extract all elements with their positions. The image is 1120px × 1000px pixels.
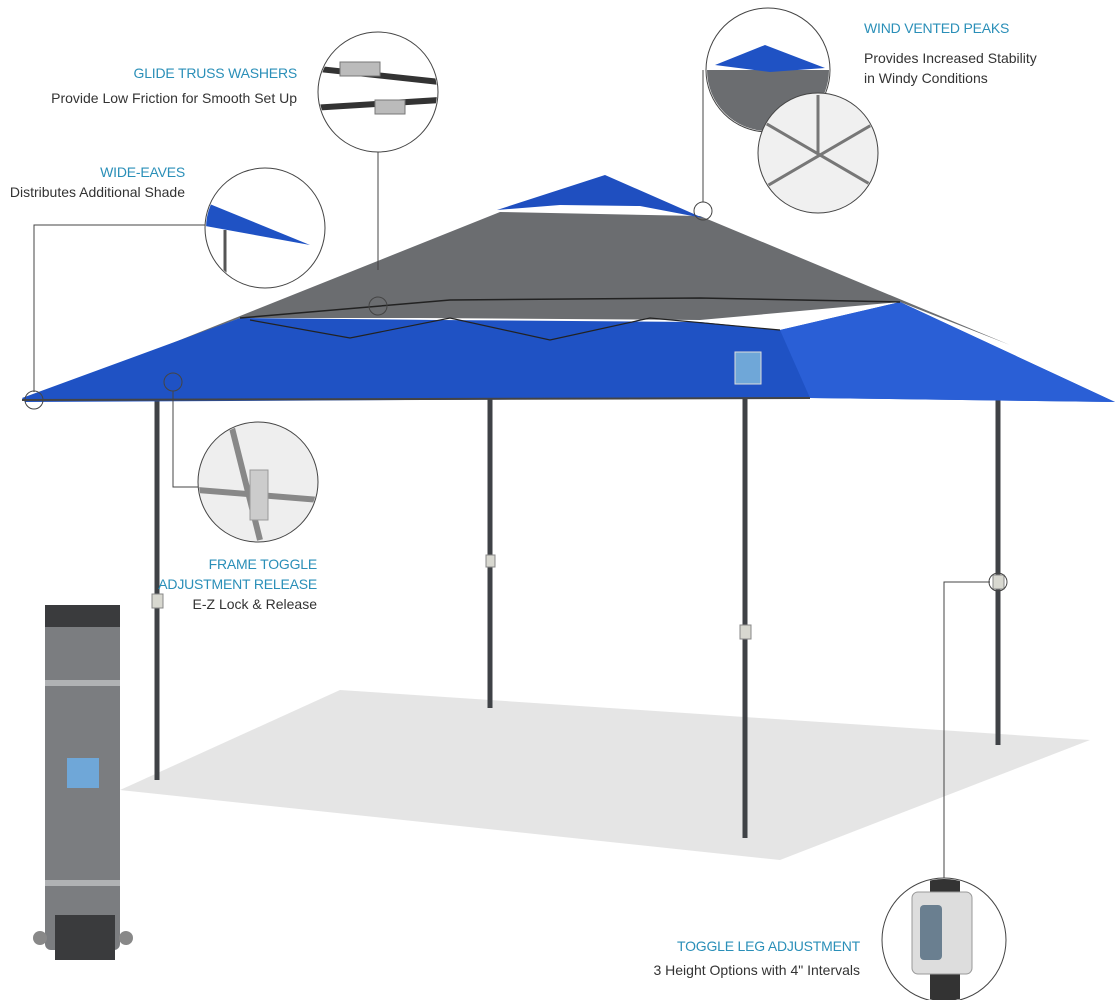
callout-frame-toggle: FRAME TOGGLE ADJUSTMENT RELEASE E-Z Lock… xyxy=(158,554,317,614)
callout-desc: Provide Low Friction for Smooth Set Up xyxy=(51,90,297,106)
logo-patch xyxy=(734,351,762,385)
callout-title: ADJUSTMENT RELEASE xyxy=(158,576,317,592)
detail-toggle-leg xyxy=(881,877,1007,1000)
carry-bag xyxy=(33,605,133,960)
callout-wind-vented: WIND VENTED PEAKS Provides Increased Sta… xyxy=(864,18,1037,88)
callout-toggle-leg: TOGGLE LEG ADJUSTMENT 3 Height Options w… xyxy=(653,936,860,980)
callout-glide-truss: GLIDE TRUSS WASHERS Provide Low Friction… xyxy=(51,63,297,108)
canopy-roof xyxy=(150,212,1010,352)
callout-title: WIDE-EAVES xyxy=(100,164,185,180)
ground-shadow xyxy=(120,690,1090,860)
callout-desc: 3 Height Options with 4" Intervals xyxy=(653,962,860,978)
callout-title: TOGGLE LEG ADJUSTMENT xyxy=(676,938,860,954)
detail-frame-toggle xyxy=(197,421,319,543)
callout-title: WIND VENTED PEAKS xyxy=(864,20,1010,36)
callout-title: FRAME TOGGLE xyxy=(208,556,318,572)
detail-wind-peak-inside xyxy=(757,92,879,214)
callout-lines xyxy=(24,70,1008,878)
callout-desc: E-Z Lock & Release xyxy=(192,596,318,612)
vented-peak xyxy=(497,175,703,218)
detail-glide-truss xyxy=(317,31,439,153)
callout-desc: Distributes Additional Shade xyxy=(9,184,185,200)
callout-desc: Provides Increased Stability xyxy=(864,50,1037,66)
detail-wide-eaves xyxy=(204,167,326,289)
canopy-legs xyxy=(154,398,1001,838)
callout-desc: in Windy Conditions xyxy=(864,70,988,86)
callout-wide-eaves: WIDE-EAVES Distributes Additional Shade xyxy=(10,162,185,202)
callout-title: GLIDE TRUSS WASHERS xyxy=(133,65,298,81)
